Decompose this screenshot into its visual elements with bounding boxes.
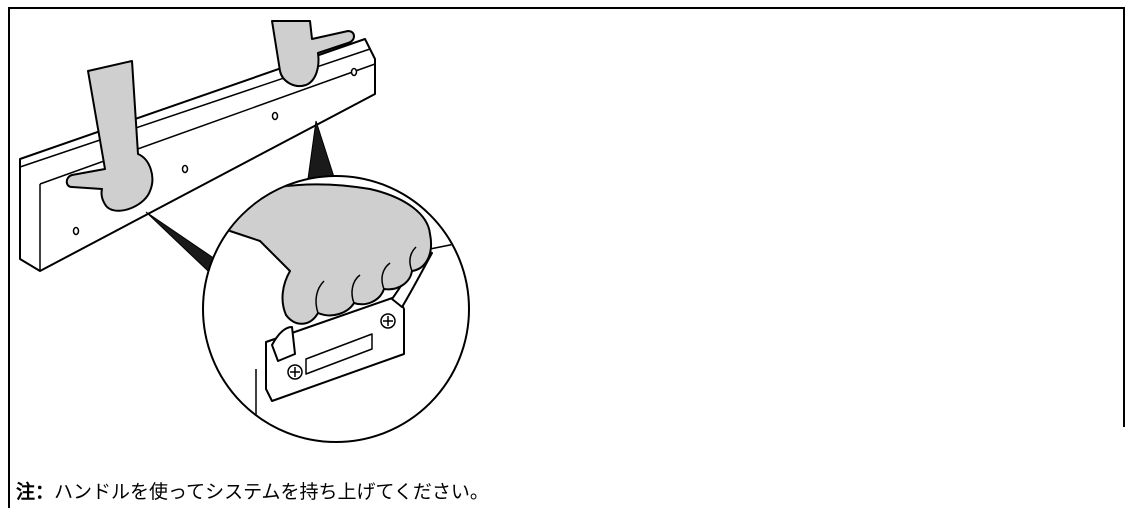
frame-border-top: [8, 7, 1125, 9]
hand-icon: [65, 60, 154, 212]
note-label: 注：: [16, 481, 55, 503]
magnified-detail: [202, 175, 470, 443]
note: 注：ハンドルを使ってシステムを持ち上げてください。: [16, 478, 489, 506]
hand-icon: [209, 183, 432, 325]
hand-icon: [271, 20, 355, 87]
frame-border-right: [1123, 7, 1125, 427]
note-text: ハンドルを使ってシステムを持ち上げてください。: [54, 481, 489, 503]
frame-border-left: [8, 7, 10, 508]
chassis: [19, 38, 376, 272]
screw-icon: [287, 313, 396, 380]
chassis-holes: [72, 67, 358, 236]
lifting-illustration: [19, 20, 470, 443]
